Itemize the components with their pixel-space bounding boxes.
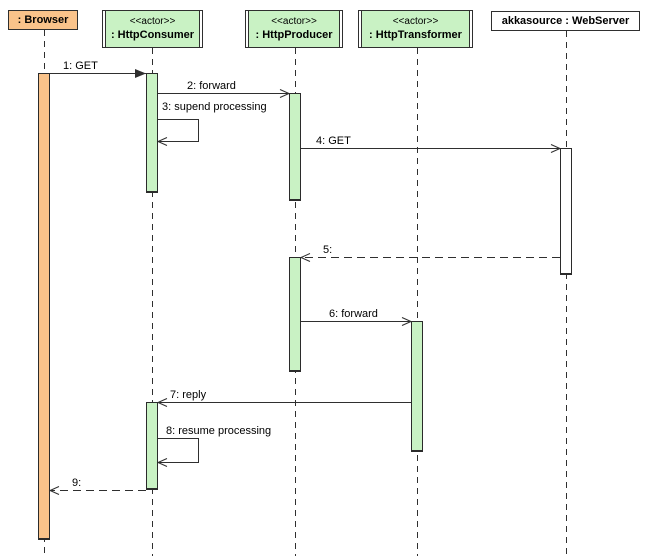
- message-9-label: 9:: [72, 477, 82, 489]
- participant-name: : HttpProducer: [255, 29, 333, 41]
- message-8-arrowhead: [156, 458, 168, 467]
- activation-http-producer-4: [289, 257, 301, 372]
- message-3-label: 3: supend processing: [162, 101, 267, 113]
- participant-box-http-producer: <<actor>> : HttpProducer: [245, 10, 343, 48]
- activation-web-server-3: [560, 148, 572, 275]
- message-4-arrowhead: [550, 144, 562, 153]
- actor-gap-right: [340, 11, 342, 47]
- activation-http-transformer-5: [411, 321, 423, 452]
- message-4-label: 4: GET: [316, 135, 351, 147]
- actor-edge-right: [339, 11, 340, 47]
- message-3-arrowhead: [156, 137, 168, 146]
- participant-name: akkasource : WebServer: [501, 14, 630, 27]
- message-8-line: [158, 438, 199, 463]
- participant-stereotype: <<actor>>: [392, 16, 439, 27]
- message-5-label: 5:: [323, 244, 333, 256]
- message-3-line: [158, 119, 199, 142]
- participant-name: : HttpTransformer: [369, 29, 462, 41]
- message-2-label: 2: forward: [187, 80, 236, 92]
- participant-box-http-consumer: <<actor>> : HttpConsumer: [102, 10, 203, 48]
- participant-box-web-server: akkasource : WebServer: [491, 11, 640, 31]
- participant-name: : HttpConsumer: [110, 29, 195, 41]
- participant-stereotype: <<actor>>: [271, 16, 317, 27]
- actor-edge-left: [361, 11, 362, 47]
- participant-name: : Browser: [17, 13, 69, 26]
- message-9-arrowhead: [48, 486, 60, 495]
- activation-http-producer-2: [289, 93, 301, 201]
- actor-gap-left: [246, 11, 248, 47]
- activation-http-consumer-6: [146, 402, 158, 490]
- message-7-arrowhead: [156, 398, 168, 407]
- actor-edge-left: [105, 11, 106, 47]
- actor-gap-left: [103, 11, 105, 47]
- actor-edge-right: [199, 11, 200, 47]
- message-8-label: 8: resume processing: [166, 425, 272, 437]
- participant-stereotype: <<actor>>: [129, 16, 176, 27]
- actor-gap-right: [200, 11, 202, 47]
- actor-gap-right: [470, 11, 472, 47]
- message-6-arrowhead: [401, 317, 413, 326]
- actor-gap-left: [359, 11, 361, 47]
- activation-http-consumer-1: [146, 73, 158, 193]
- message-6-label: 6: forward: [329, 308, 378, 320]
- activation-browser-0: [38, 73, 50, 540]
- actor-edge-right: [469, 11, 470, 47]
- participant-box-http-transformer: <<actor>> : HttpTransformer: [358, 10, 473, 48]
- message-1-arrowhead: [135, 69, 146, 78]
- actor-edge-left: [248, 11, 249, 47]
- participant-box-browser: : Browser: [8, 10, 78, 30]
- message-2-arrowhead: [279, 89, 291, 98]
- message-7-label: 7: reply: [170, 389, 207, 401]
- message-5-arrowhead: [299, 253, 311, 262]
- message-1-label: 1: GET: [63, 60, 98, 72]
